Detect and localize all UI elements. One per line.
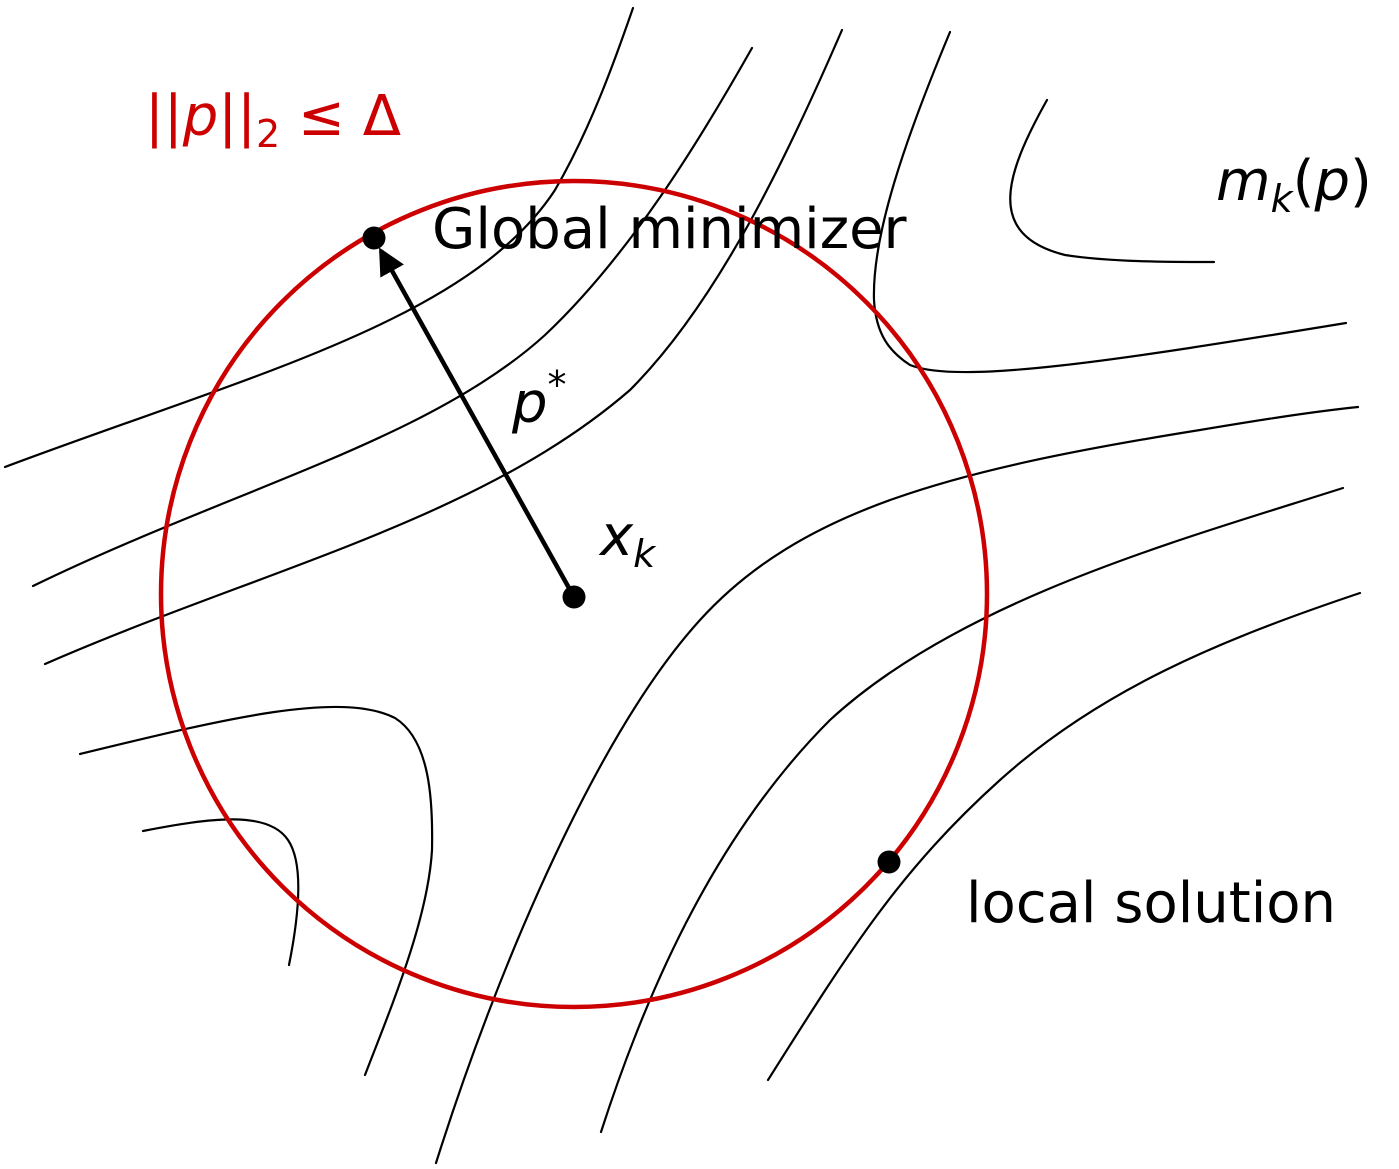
model-base: m (1216, 149, 1271, 214)
step-label: p* (511, 363, 567, 436)
step-arrow (379, 247, 576, 599)
contour-line-2 (31, 46, 754, 588)
local-solution-label: local solution (966, 871, 1336, 936)
contour-lines (3, 6, 1362, 1165)
center-label: xk (598, 504, 657, 576)
constraint-relation: ≤ Δ (280, 84, 401, 149)
contour-line-9 (78, 705, 434, 1077)
constraint-subscript: 2 (256, 112, 280, 156)
contour-line-4 (872, 30, 1348, 374)
center-base: x (598, 504, 634, 569)
contour-line-6 (434, 405, 1360, 1165)
constraint-var: p (182, 84, 219, 149)
constraint-label: ||p||2 ≤ Δ (145, 84, 401, 156)
global-minimizer-point (362, 226, 386, 250)
model-subscript: k (1271, 177, 1295, 221)
contour-line-1 (3, 6, 635, 469)
contour-line-7 (599, 486, 1345, 1134)
local-solution-point (877, 850, 901, 874)
model-close-paren: ) (1350, 149, 1372, 214)
model-open-paren: ( (1293, 149, 1315, 214)
model-var: p (1313, 149, 1350, 214)
constraint-norm-close: || (218, 84, 256, 149)
step-superscript: * (548, 363, 567, 407)
trust-region-circle (158, 178, 990, 1010)
contour-line-5 (1009, 98, 1216, 264)
contour-line-3 (43, 28, 844, 666)
center-subscript: k (633, 532, 657, 576)
constraint-norm-open: || (145, 84, 183, 149)
model-label: mk(p) (1216, 149, 1372, 221)
center-point (562, 585, 586, 609)
contour-line-8 (766, 591, 1362, 1082)
step-var: p (511, 371, 548, 436)
global-minimizer-label: Global minimizer (432, 197, 908, 262)
contour-line-10 (141, 818, 300, 967)
